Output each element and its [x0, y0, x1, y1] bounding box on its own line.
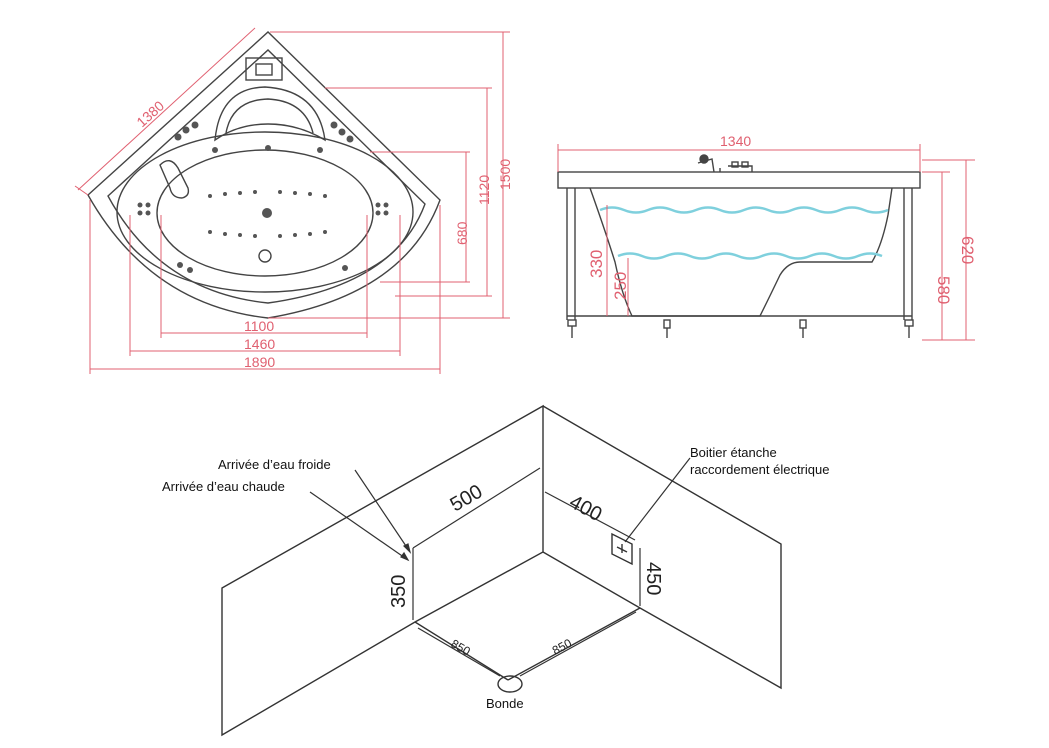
side-view-dimensions — [557, 144, 975, 341]
basin-inner — [156, 149, 374, 277]
drain-top — [258, 249, 272, 263]
dim-250: 250 — [611, 272, 630, 300]
bath-inner-rim — [107, 49, 426, 304]
dim-1890: 1890 — [244, 354, 275, 370]
right-wall — [542, 405, 782, 690]
jets — [137, 121, 389, 273]
water-lines — [599, 206, 889, 260]
headrest — [214, 86, 326, 142]
dim-500: 500 — [447, 481, 487, 517]
label-box-line2: raccordement électrique — [690, 462, 829, 477]
label-cold-water: Arrivée d’eau froide — [218, 457, 331, 472]
dim-1380: 1380 — [133, 97, 167, 130]
dim-1500: 1500 — [497, 159, 513, 190]
dim-580: 580 — [934, 276, 953, 304]
side-view — [557, 154, 921, 338]
bath-rim — [557, 171, 921, 189]
label-hot-water: Arrivée d’eau chaude — [162, 479, 285, 494]
drain-bonde — [497, 675, 523, 693]
faucet — [159, 160, 190, 199]
top-view — [87, 31, 441, 319]
dim-1340: 1340 — [720, 133, 751, 149]
label-drain: Bonde — [486, 696, 524, 711]
dim-680: 680 — [454, 221, 470, 245]
top-view-dimensions — [74, 27, 510, 374]
tub-profile — [589, 187, 893, 317]
control-box — [245, 57, 283, 81]
left-wall — [221, 404, 544, 737]
install-labels: Arrivée d’eau froide Arrivée d’eau chaud… — [162, 445, 829, 711]
basin-outer — [116, 131, 414, 293]
dim-350: 350 — [388, 575, 410, 608]
dim-1120: 1120 — [476, 175, 492, 205]
dim-450: 450 — [642, 562, 664, 595]
label-box-line1: Boitier étanche — [690, 445, 777, 460]
dim-620: 620 — [958, 236, 977, 264]
dim-330: 330 — [587, 250, 606, 278]
side-view-dim-text: 1340 330 250 580 620 — [587, 133, 977, 304]
dim-1460: 1460 — [244, 336, 275, 352]
dim-850-right: 850 — [550, 636, 575, 658]
install-dim-text: 500 400 350 450 850 850 — [388, 481, 664, 659]
dim-1100: 1100 — [244, 318, 274, 334]
install-dim-lines — [309, 457, 691, 677]
